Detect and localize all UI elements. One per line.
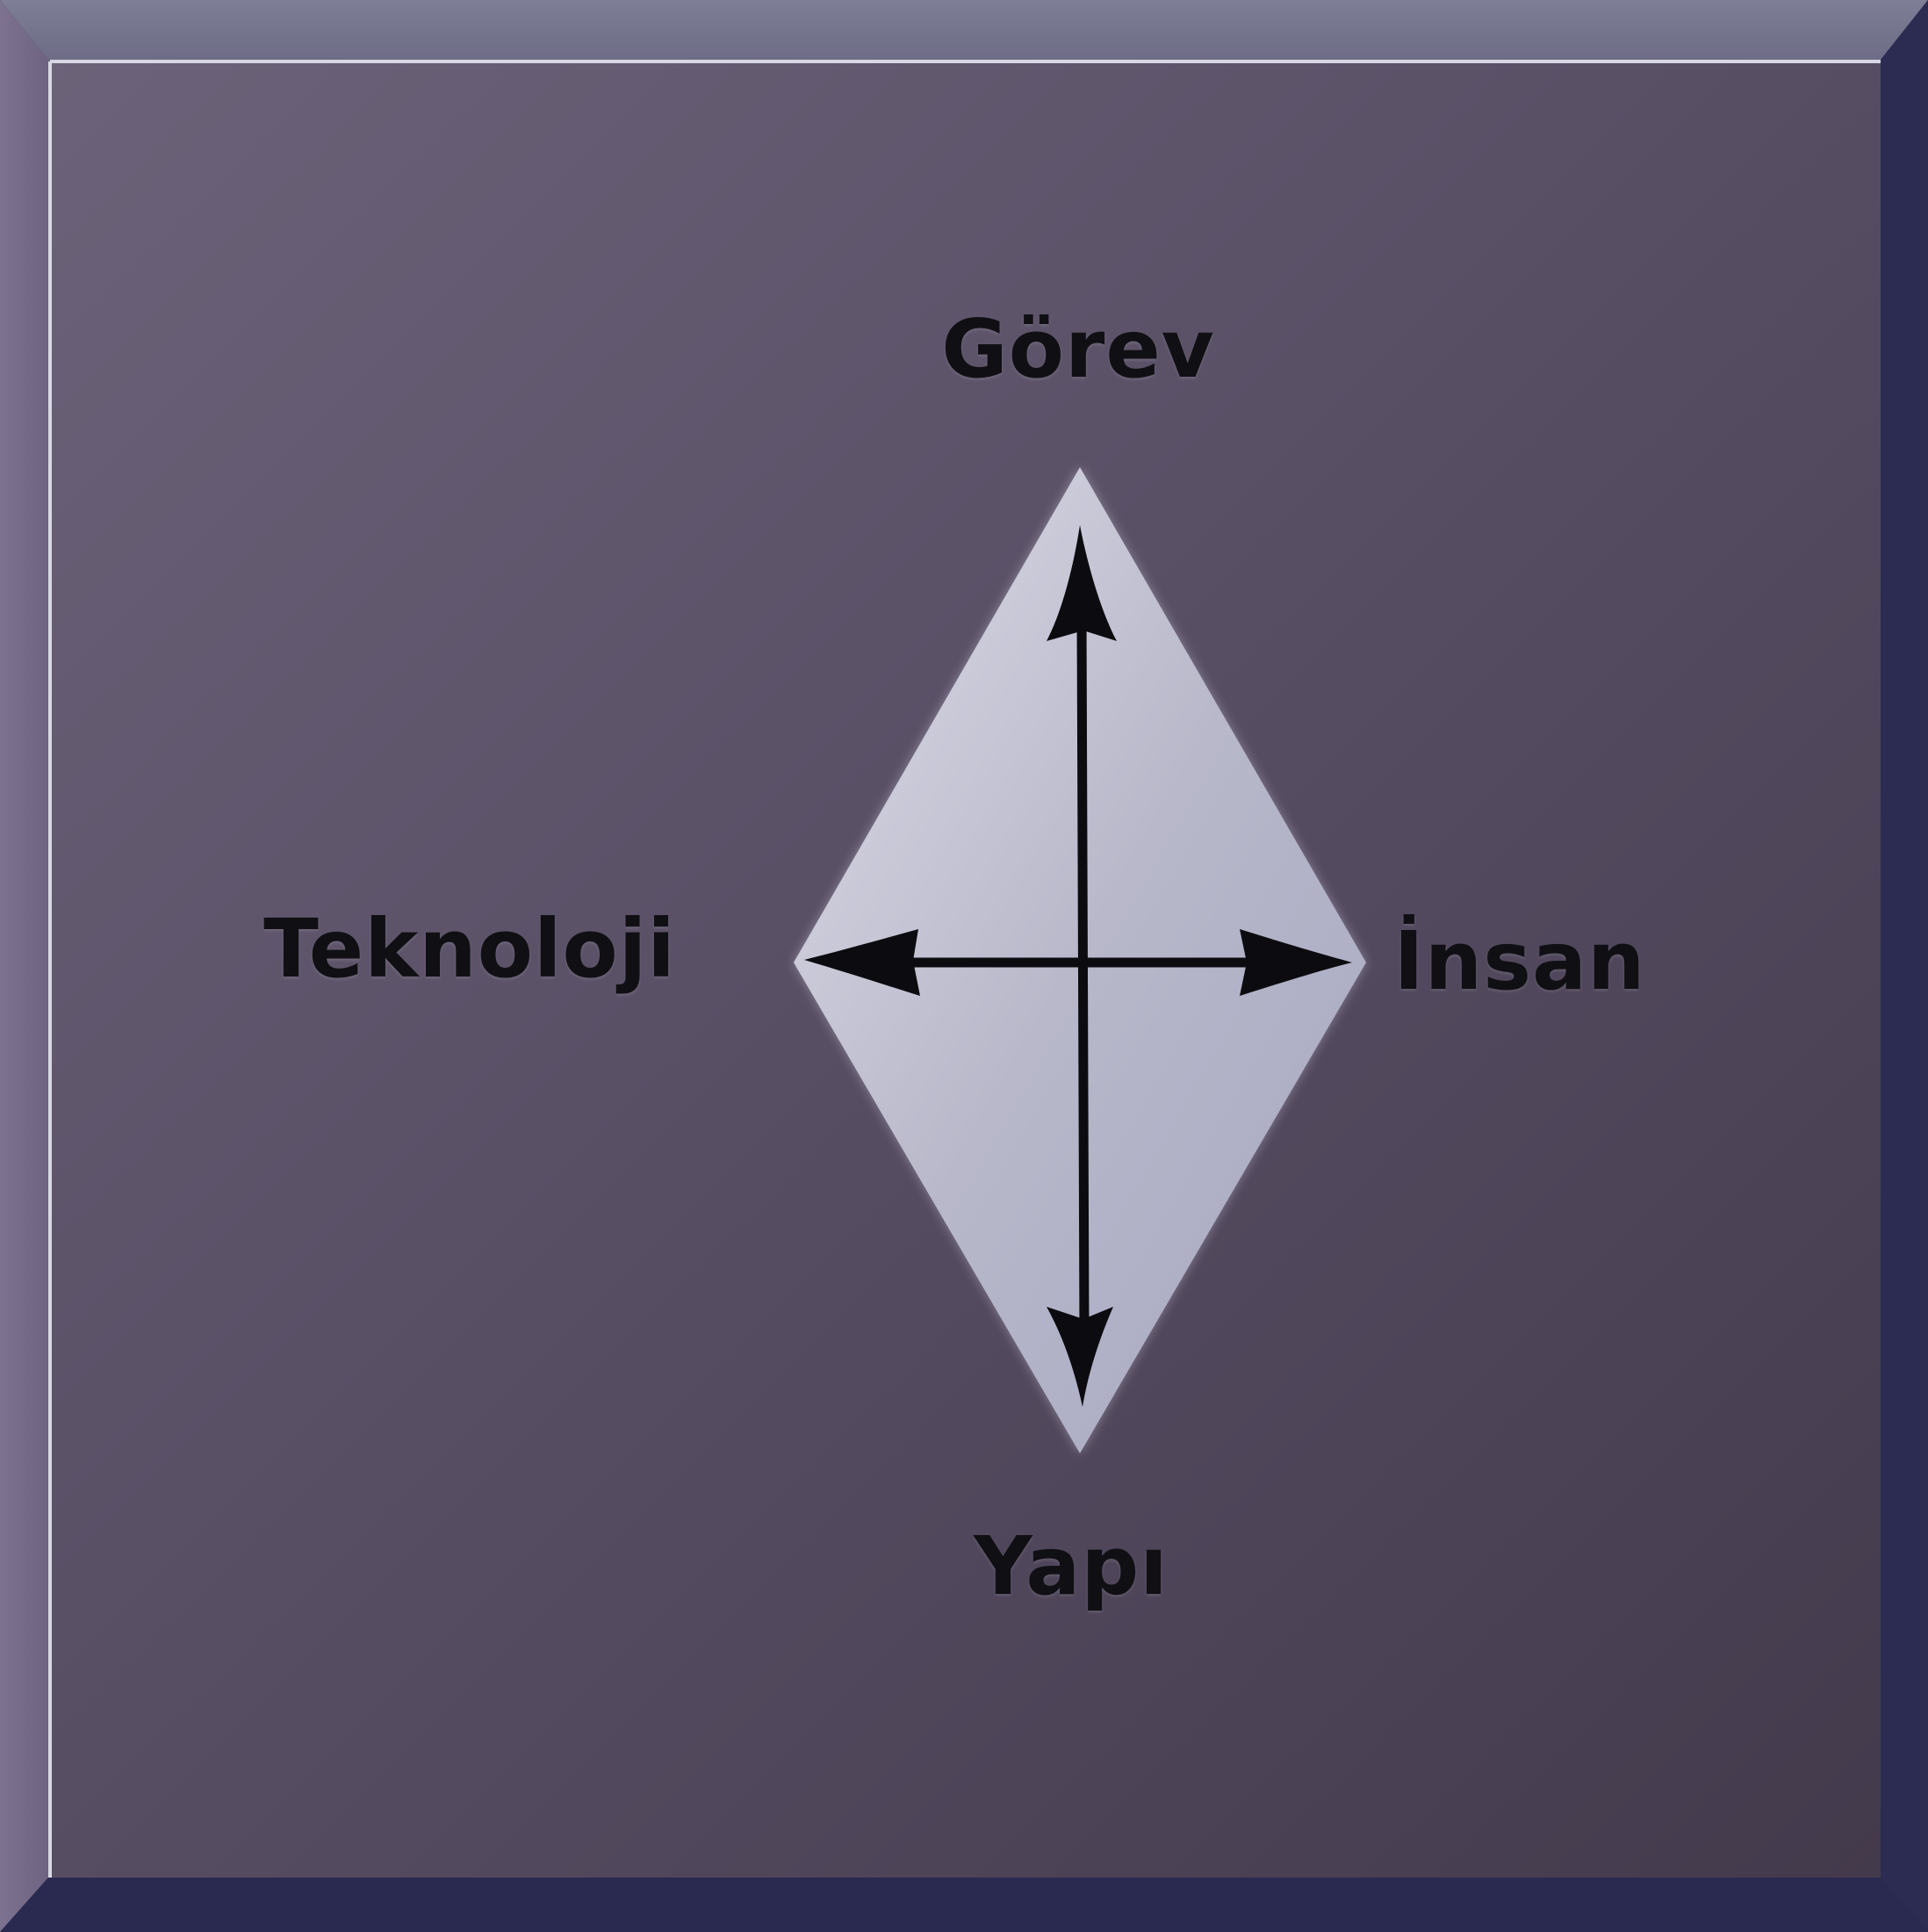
label-top: Görev [941, 302, 1215, 396]
up-arrowhead [1047, 525, 1117, 641]
frame-right-bevel [1881, 0, 1928, 1932]
frame-bottom-bevel [0, 1878, 1928, 1932]
left-arrowhead [804, 929, 920, 996]
label-left: Teknoloji [263, 902, 676, 996]
frame-top-bevel [0, 0, 1928, 60]
right-arrowhead [1240, 929, 1352, 996]
frame-left-bevel [0, 0, 48, 1932]
vertical-arrow-shaft [1076, 614, 1090, 1336]
down-arrowhead [1047, 1307, 1113, 1407]
label-bottom: Yapı [974, 1519, 1169, 1613]
label-right: İnsan [1393, 914, 1646, 1008]
